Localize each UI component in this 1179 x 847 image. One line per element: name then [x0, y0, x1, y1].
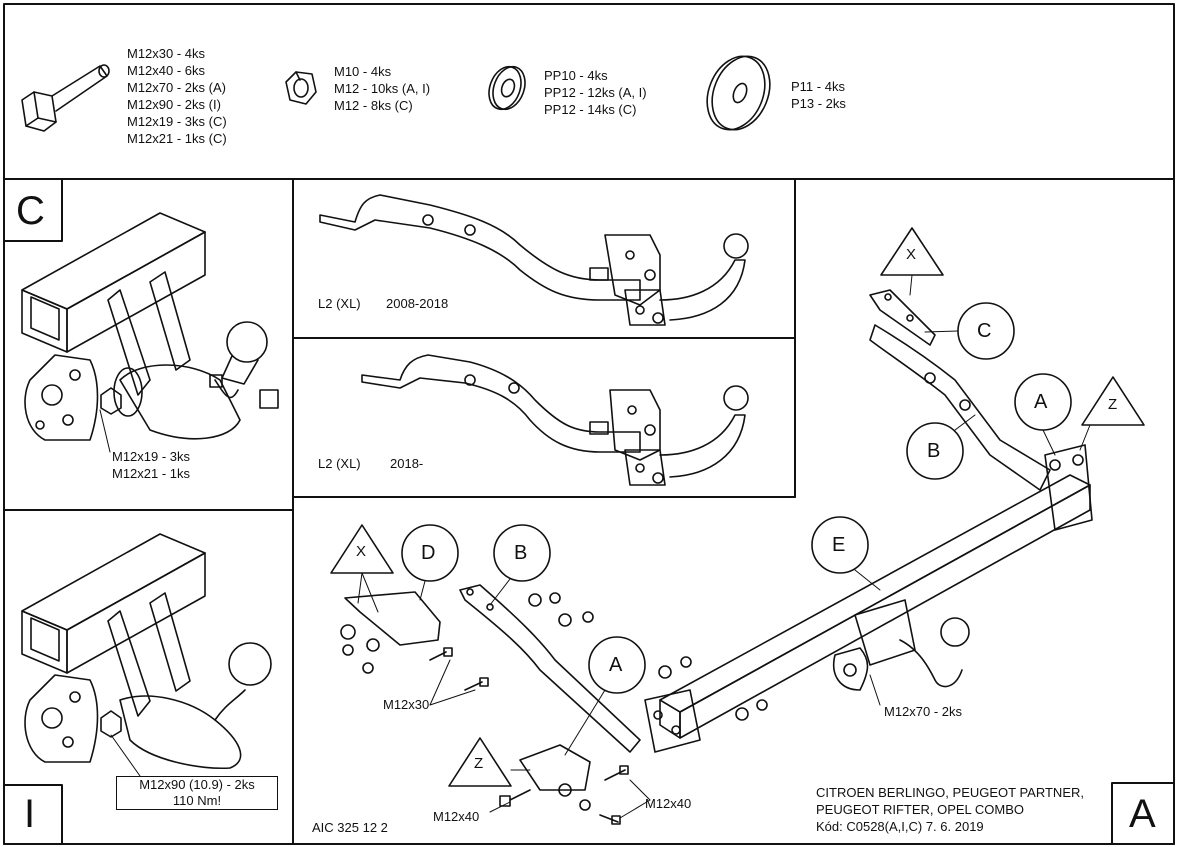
callout-e: E [832, 534, 846, 556]
nut-item: M12 - 8ks (C) [334, 98, 413, 113]
vehicle-info: CITROEN BERLINGO, PEUGEOT PARTNER, PEUGE… [816, 784, 1084, 835]
bolt-item: M12x19 - 3ks (C) [127, 114, 227, 129]
plate-item: P13 - 2ks [791, 96, 846, 111]
callout-d: D [421, 542, 436, 564]
callout-a: A [609, 654, 623, 676]
washer-item: PP12 - 12ks (A, I) [544, 85, 647, 100]
torque-note-box: M12x90 (10.9) - 2ks 110 Nm! [116, 776, 278, 810]
model-years: 2008-2018 [386, 296, 449, 311]
nut-list: M10 - 4ks M12 - 10ks (A, I) M12 - 8ks (C… [334, 63, 430, 114]
model-years: 2018- [390, 456, 424, 471]
bolt-item: M12x70 - 2ks (A) [127, 80, 226, 95]
panel-letter-c: C [16, 189, 45, 233]
bolt-item: M12x30 - 4ks [127, 46, 206, 61]
nut-icon [285, 71, 317, 105]
panel-letter-a: A [1129, 792, 1156, 836]
vehicle-line: CITROEN BERLINGO, PEUGEOT PARTNER, [816, 785, 1084, 800]
large-washer-icon [706, 55, 771, 131]
bolt-item: M12x21 - 1ks (C) [127, 131, 227, 146]
plate-list: P11 - 4ks P13 - 2ks [791, 78, 846, 112]
washer-list: PP10 - 4ks PP12 - 12ks (A, I) PP12 - 14k… [544, 67, 647, 118]
variant-c-bolts: M12x19 - 3ks M12x21 - 1ks [112, 448, 190, 482]
washer-item: PP10 - 4ks [544, 68, 608, 83]
model-2008-2018-illustration [319, 194, 749, 326]
model-name: L2 (XL) [318, 456, 361, 471]
vehicle-code: Kód: C0528(A,I,C) 7. 6. 2019 [816, 819, 984, 834]
model-name: L2 (XL) [318, 296, 361, 311]
bolt-label-m12x40: M12x40 [645, 796, 692, 811]
callout-a: A [1034, 391, 1048, 413]
bolt-label-m12x40: M12x40 [433, 809, 480, 824]
bolt-label: M12x19 - 3ks [112, 449, 191, 464]
article-number: AIC 325 12 2 [312, 820, 388, 835]
washer-icon [488, 65, 526, 111]
frame [3, 3, 1175, 845]
vehicle-line: PEUGEOT RIFTER, OPEL COMBO [816, 802, 1025, 817]
bolt-label-m12x30: M12x30 [383, 697, 430, 712]
callout-x: X [356, 543, 367, 560]
panel-letter-i: I [24, 792, 36, 836]
callout-z: Z [474, 755, 484, 772]
bolt-label: M12x90 (10.9) - 2ks [139, 777, 255, 792]
bolt-label: M12x21 - 1ks [112, 466, 191, 481]
torque-value: 110 Nm! [172, 793, 222, 808]
towbar-i-illustration [21, 533, 272, 770]
callout-x: X [906, 246, 917, 263]
bolt-item: M12x40 - 6ks [127, 63, 206, 78]
main-assembly-illustration [340, 289, 1093, 825]
nut-item: M12 - 10ks (A, I) [334, 81, 431, 96]
bolt-list: M12x30 - 4ks M12x40 - 6ks M12x70 - 2ks (… [127, 45, 227, 147]
callout-b: B [514, 542, 528, 564]
bolt-icon [21, 64, 110, 132]
towbar-c-illustration [21, 212, 279, 441]
callout-shapes [330, 227, 1145, 819]
washer-item: PP12 - 14ks (C) [544, 102, 637, 117]
plate-item: P11 - 4ks [791, 79, 845, 94]
model-2018-illustration [361, 354, 749, 486]
callout-c: C [977, 320, 992, 342]
nut-item: M10 - 4ks [334, 64, 392, 79]
callout-b: B [927, 440, 941, 462]
callout-z: Z [1108, 396, 1118, 413]
bolt-item: M12x90 - 2ks (I) [127, 97, 221, 112]
bolt-label-m12x70: M12x70 - 2ks [884, 704, 963, 719]
